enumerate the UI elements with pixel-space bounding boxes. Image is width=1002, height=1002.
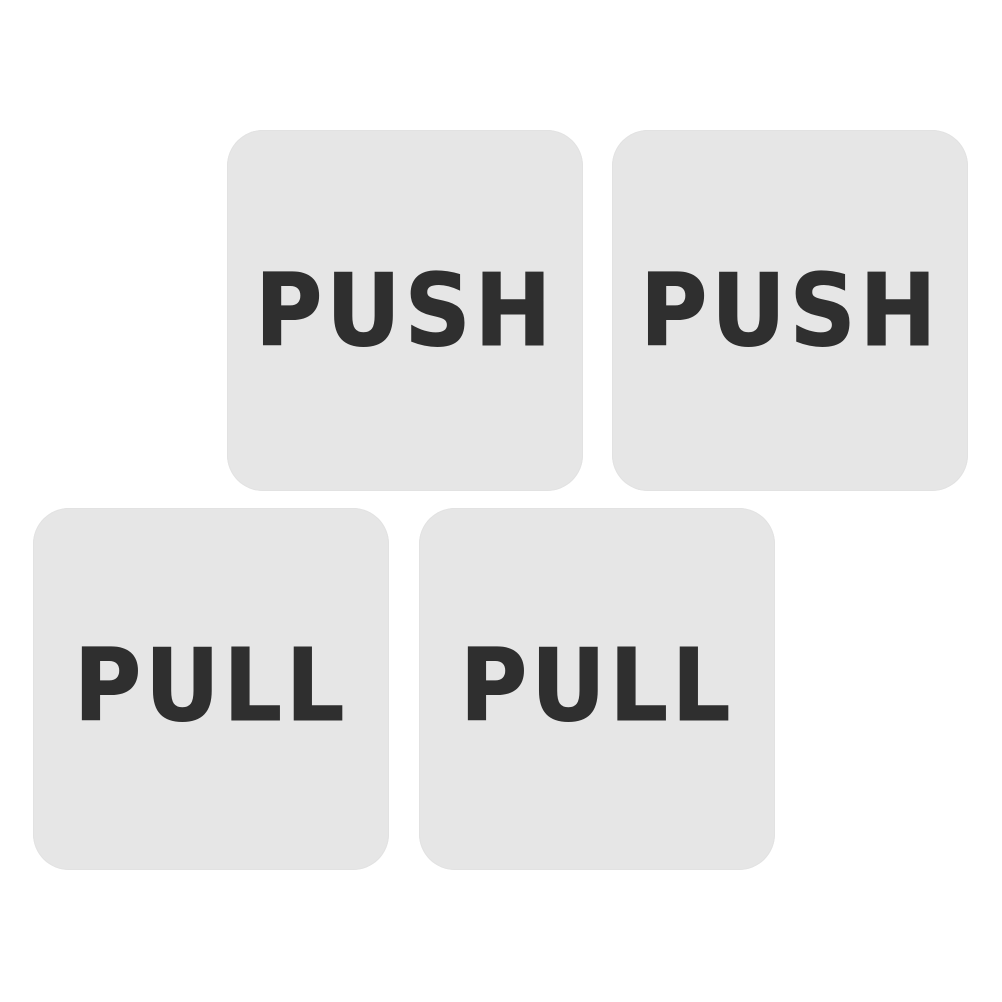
push-sign-label: PUSH <box>639 251 941 369</box>
push-sign-2: PUSH <box>612 130 968 491</box>
pull-sign-2: PULL <box>419 508 775 870</box>
pull-sign-label: PULL <box>459 627 735 744</box>
pull-sign-label: PULL <box>73 627 349 744</box>
push-sign-label: PUSH <box>254 251 556 369</box>
push-sign-1: PUSH <box>227 130 583 491</box>
pull-sign-1: PULL <box>33 508 389 870</box>
